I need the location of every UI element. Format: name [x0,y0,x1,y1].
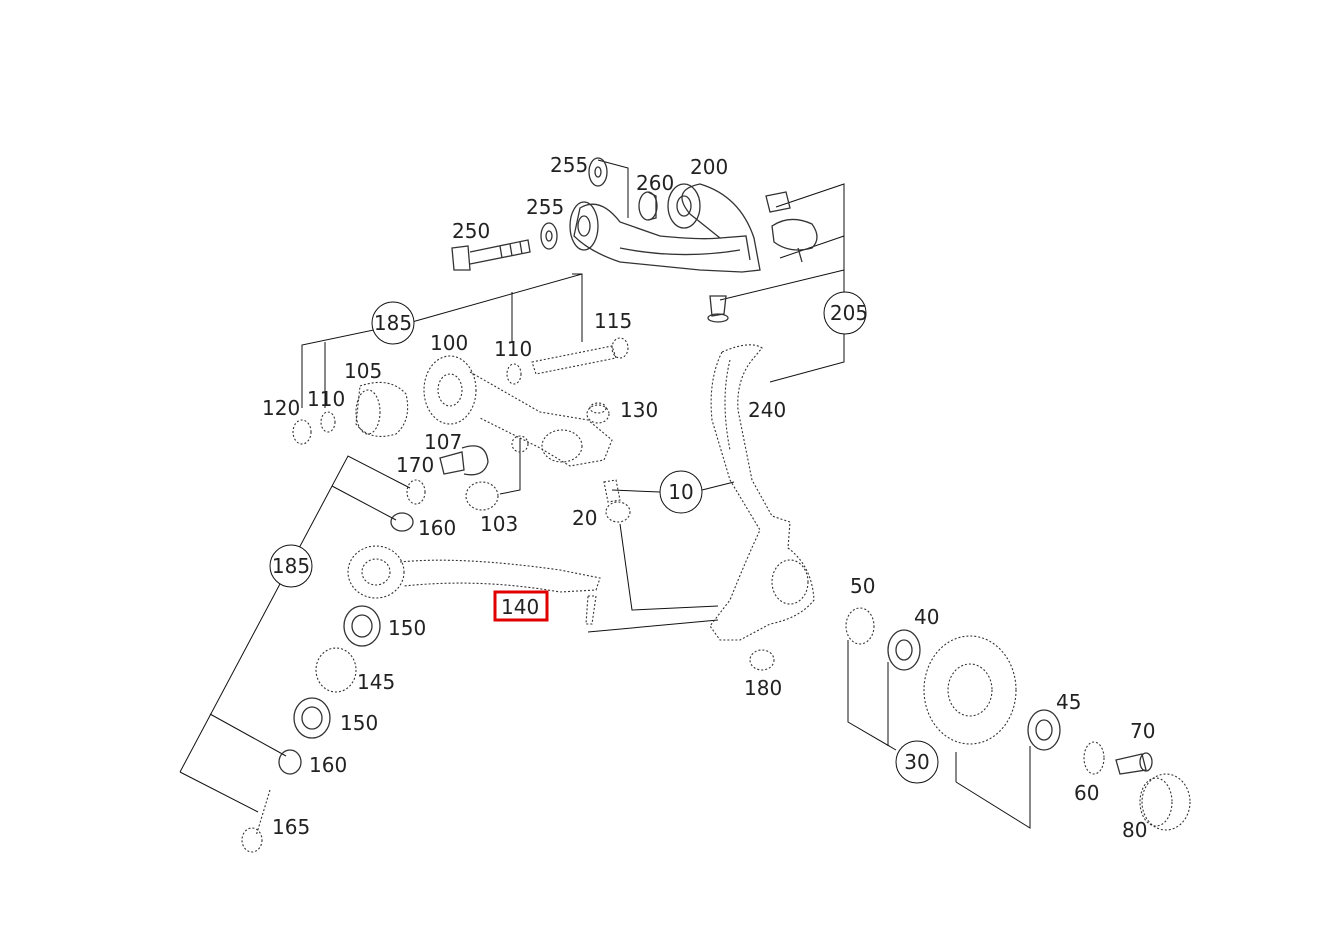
mount-105 [355,381,409,437]
label-240[interactable]: 240 [748,398,786,422]
bushing-150-upper [343,605,381,647]
label-255-top[interactable]: 255 [550,153,588,177]
label-50[interactable]: 50 [850,574,875,598]
callout-205[interactable]: 205 [823,291,868,335]
label-110[interactable]: 110 [494,337,532,361]
label-110-left[interactable]: 110 [307,387,345,411]
bolt-70 [1115,752,1153,775]
part-labels: 255 255 260 200 250 115 110 100 105 120 … [262,153,1155,842]
ball-joint [707,191,818,323]
label-120[interactable]: 120 [262,396,300,420]
callout-185-top[interactable]: 185 [371,301,415,345]
highlight-box [493,590,549,622]
lower-arm-100 [423,355,613,467]
wheel-hub [923,635,1017,745]
upper-control-arm [569,183,761,273]
label-250[interactable]: 250 [452,219,490,243]
label-105[interactable]: 105 [344,359,382,383]
washer-160-lower [278,749,302,775]
part-170 [439,445,489,476]
bearing-40 [887,629,921,671]
label-115[interactable]: 115 [594,309,632,333]
label-40[interactable]: 40 [914,605,939,629]
label-130[interactable]: 130 [620,398,658,422]
label-80[interactable]: 80 [1122,818,1147,842]
washer-255-lower [540,222,558,250]
svg-text:185: 185 [272,554,310,578]
label-45[interactable]: 45 [1056,690,1081,714]
svg-text:185: 185 [374,311,412,335]
label-70[interactable]: 70 [1130,719,1155,743]
svg-text:205: 205 [830,301,868,325]
ball-joint-20 [603,479,631,523]
label-260[interactable]: 260 [636,171,674,195]
washer-upper [390,479,426,532]
label-170[interactable]: 170 [396,453,434,477]
label-20[interactable]: 20 [572,506,597,530]
washer-60 [1083,741,1105,775]
label-140[interactable]: 140 [501,595,539,619]
label-103[interactable]: 103 [480,512,518,536]
label-60[interactable]: 60 [1074,781,1099,805]
label-145[interactable]: 145 [357,670,395,694]
label-160-lower[interactable]: 160 [309,753,347,777]
callout-10[interactable]: 10 [659,470,703,514]
bushing-145 [315,647,357,693]
label-165[interactable]: 165 [272,815,310,839]
seal-50 [845,607,875,645]
nut-110-left [320,411,336,433]
label-150-lower[interactable]: 150 [340,711,378,735]
lower-control-arm-140 [347,545,601,625]
bushing-260 [638,191,658,221]
label-160-upper[interactable]: 160 [418,516,456,540]
washer-255-top [588,157,608,187]
washer-120 [292,419,312,445]
label-200[interactable]: 200 [690,155,728,179]
part-103 [465,481,499,511]
svg-text:30: 30 [904,750,929,774]
label-100[interactable]: 100 [430,331,468,355]
bolt-165 [241,789,271,853]
steering-knuckle [709,344,815,671]
label-150-upper[interactable]: 150 [388,616,426,640]
label-180[interactable]: 180 [744,676,782,700]
svg-text:10: 10 [668,480,693,504]
cap-80 [1139,773,1191,831]
callout-30[interactable]: 30 [895,740,939,784]
label-107[interactable]: 107 [424,430,462,454]
bolt-115 [531,337,629,375]
bearing-45 [1027,709,1061,751]
nut-110 [506,363,522,385]
callout-185-lower[interactable]: 185 [269,544,313,588]
bushing-150-lower [293,697,331,739]
label-255-lower[interactable]: 255 [526,195,564,219]
nut-130 [586,402,610,424]
bolt-250 [451,239,531,271]
